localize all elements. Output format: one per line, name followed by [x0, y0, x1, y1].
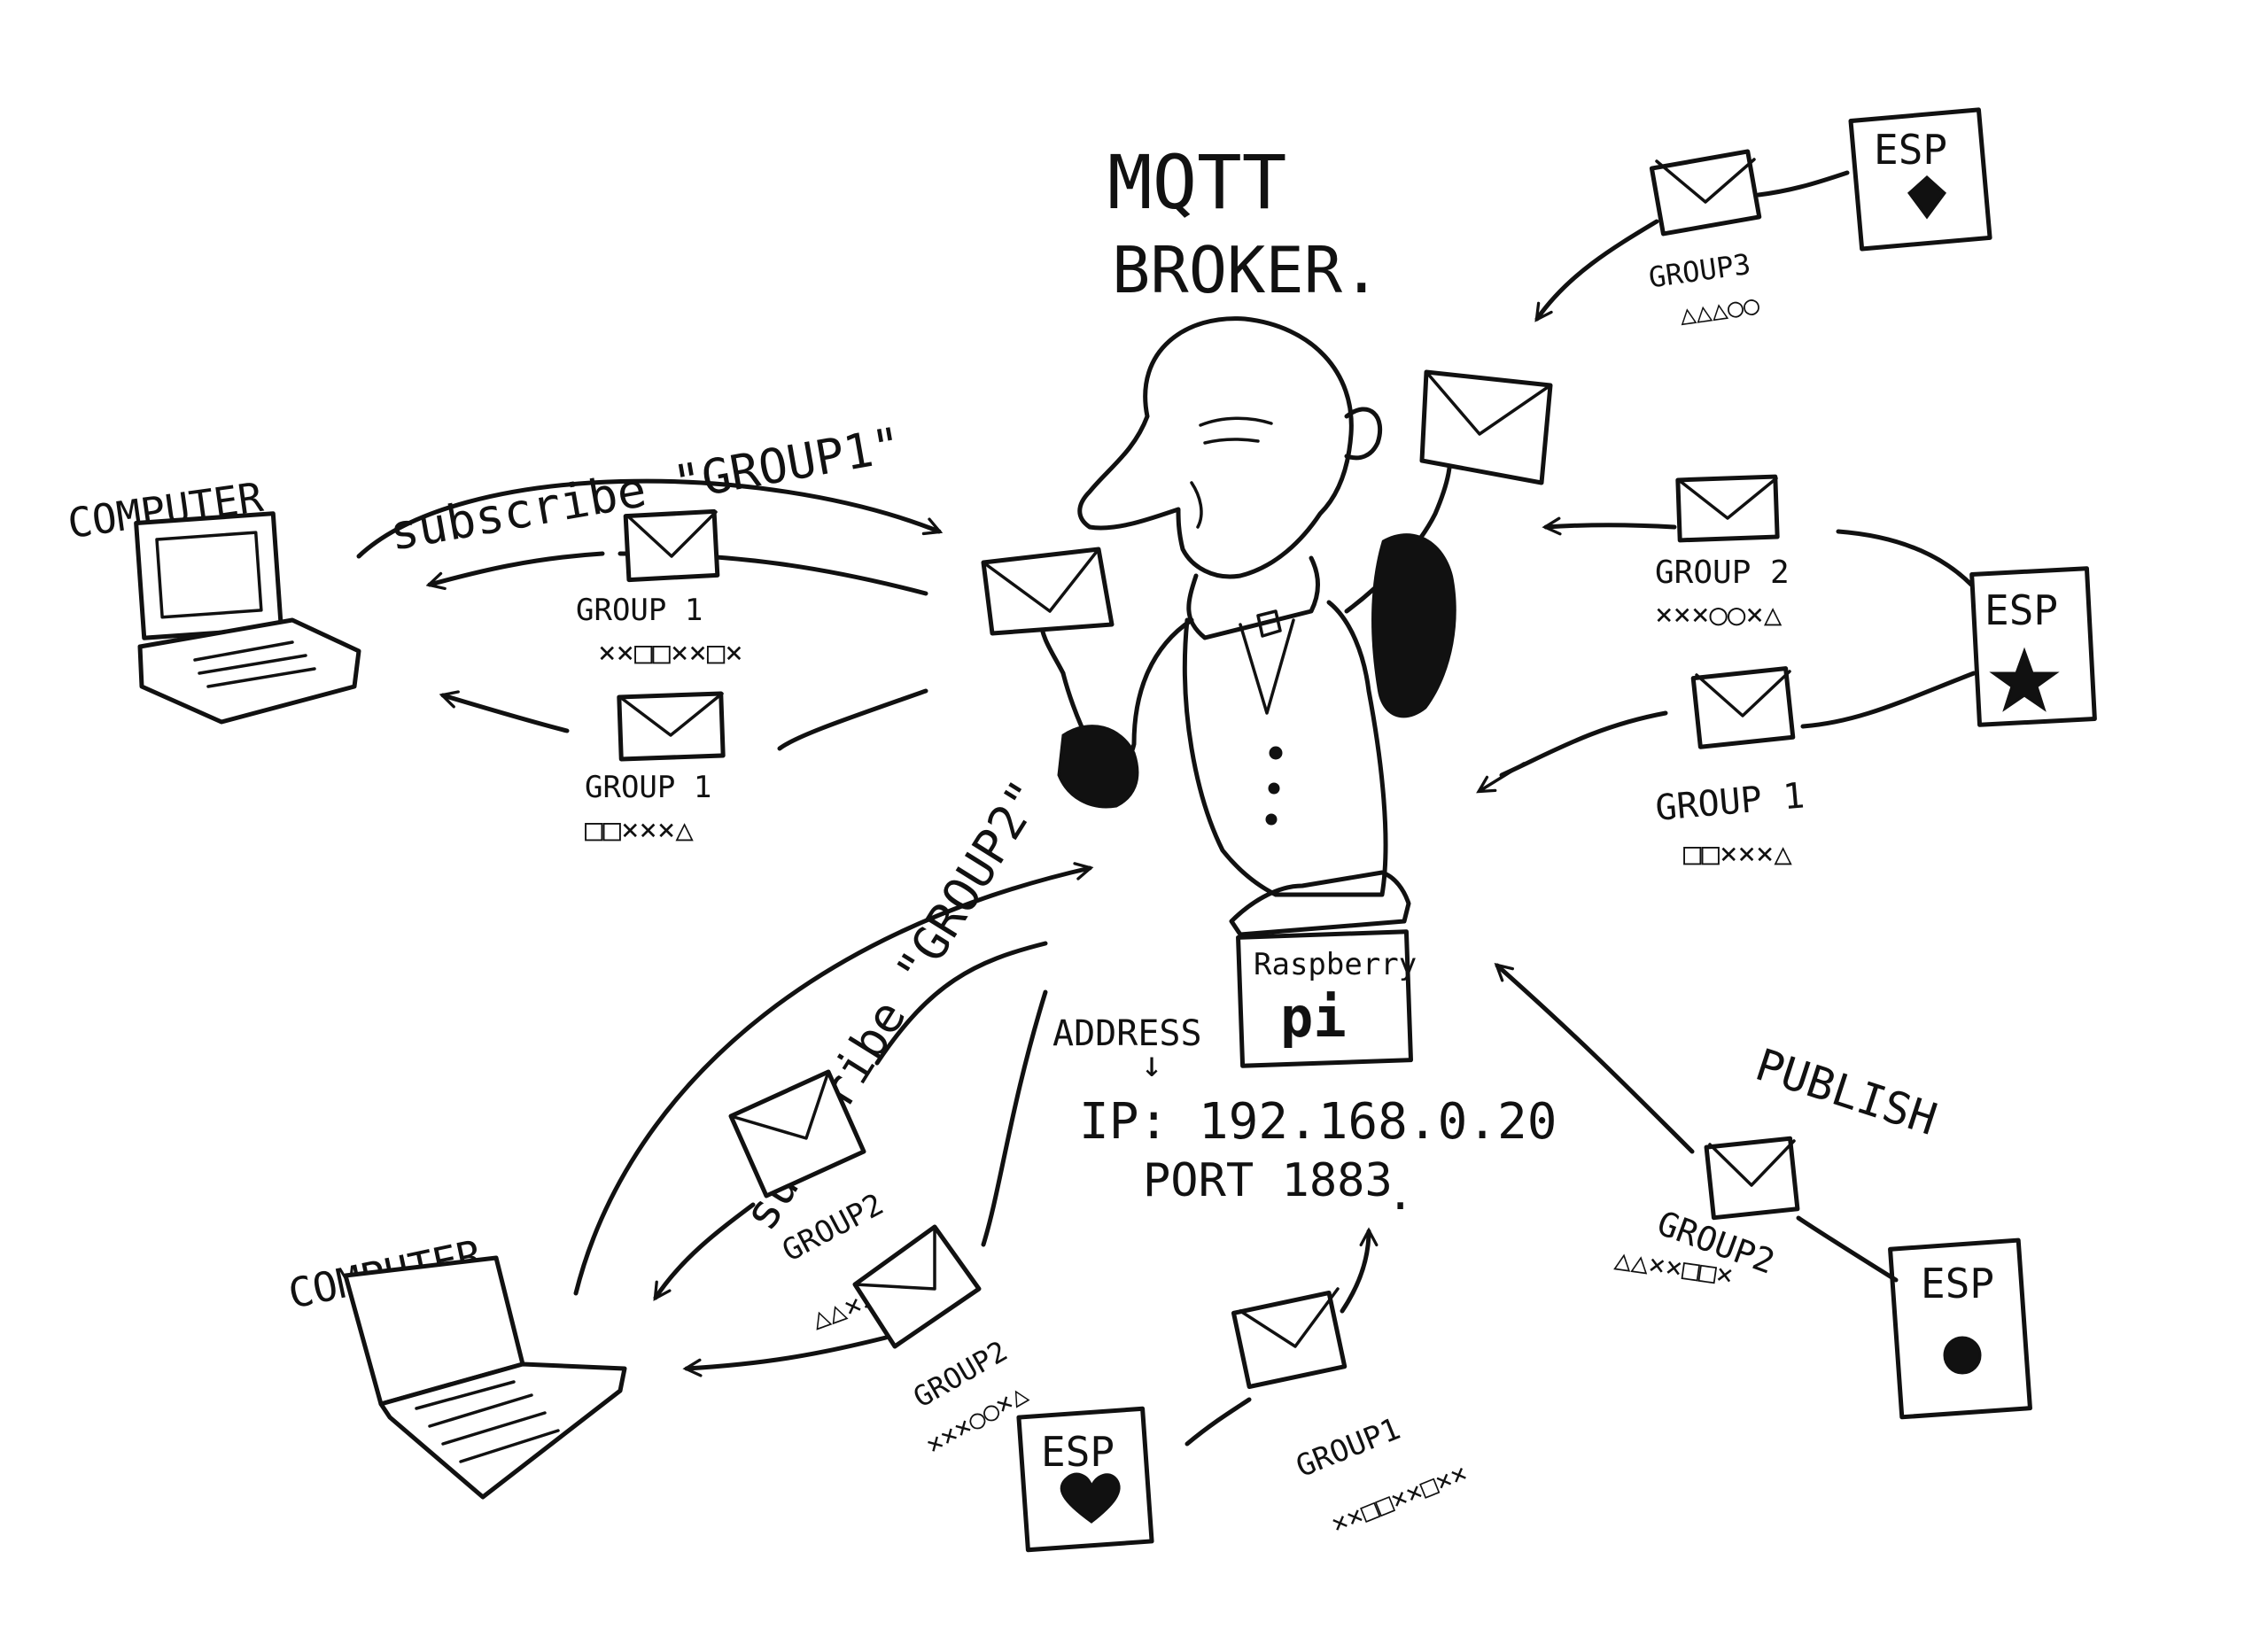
message-4-group: GROUP 2 [1655, 555, 1790, 591]
message-3-payload: △△△○○ [1678, 290, 1761, 331]
message-2: GROUP 1 □□×××△ [585, 691, 726, 848]
envelope-icon [852, 1224, 982, 1349]
address-label: ADDRESS [1052, 1013, 1202, 1054]
port: PORT 1883 [1143, 1154, 1393, 1207]
broker-character [981, 316, 1553, 897]
subscribe-arrow-1 [356, 478, 939, 559]
envelope-icon [981, 547, 1115, 636]
message-9-group: GROUP1 [1291, 1411, 1405, 1485]
message-4: GROUP 2 ×××○○×△ [1655, 474, 1790, 632]
title-broker: BROKER. [1112, 233, 1380, 307]
esp-device-1: ESP [1848, 107, 1992, 252]
raspberry-pi-box: Raspberry pi [1229, 870, 1417, 1068]
address-block: ADDRESS ↓ IP: 192.168.0.20 PORT 1883 . [1052, 1013, 1557, 1221]
message-9-payload: ××□□××□×× [1327, 1458, 1472, 1540]
message-3: GROUP3 △△△○○ [1647, 149, 1762, 331]
diamond-icon [1907, 175, 1947, 220]
message-2-group: GROUP 1 [585, 770, 711, 805]
message-9: GROUP1 ××□□××□×× [1231, 1287, 1472, 1540]
publish-label: PUBLISH [1750, 1039, 1943, 1145]
esp-device-2: ESP [1969, 566, 2097, 727]
envelope-icon [728, 1069, 866, 1198]
esp-device-3: ESP [1888, 1237, 2032, 1420]
esp-2-label: ESP [1984, 586, 2058, 634]
message-8: GROUP2 ×××○○×△ [852, 1224, 1033, 1462]
title: MQTT BROKER. [1107, 139, 1380, 307]
envelope-icon [1675, 474, 1780, 543]
message-5: GROUP 1 □□×××△ [1654, 666, 1806, 872]
envelope-icon [1690, 666, 1796, 749]
raspberry-label: Raspberry [1254, 947, 1417, 982]
message-2-payload: □□×××△ [585, 812, 694, 848]
esp-1-label: ESP [1874, 126, 1947, 174]
message-1-payload: ××□□××□× [598, 635, 743, 671]
heart-icon [1060, 1472, 1121, 1524]
envelope-icon [617, 691, 726, 762]
pi-label: pi [1280, 985, 1347, 1050]
message-5-group: GROUP 1 [1654, 775, 1806, 829]
envelope-icon [1419, 369, 1553, 485]
esp-3-label: ESP [1921, 1260, 1994, 1307]
address-arrow: ↓ [1141, 1044, 1162, 1085]
message-4-payload: ×××○○×△ [1655, 597, 1783, 632]
computer-1: COMPUTER [65, 473, 361, 725]
envelope-icon [623, 508, 720, 583]
message-6: GROUP2 △△××□□× [1612, 1136, 1800, 1292]
message-1-group: GROUP 1 [576, 593, 703, 628]
envelope-icon [1231, 1287, 1348, 1389]
esp-device-4: ESP [1016, 1406, 1154, 1553]
esp-4-label: ESP [1041, 1428, 1115, 1476]
message-5-payload: □□×××△ [1683, 836, 1792, 872]
ip-address: IP: 192.168.0.20 [1079, 1093, 1557, 1151]
circle-icon [1943, 1336, 1982, 1375]
envelope-icon [1704, 1136, 1800, 1221]
trailing-dot: . [1386, 1167, 1414, 1221]
subscribe-arrow-2 [573, 868, 1090, 1296]
computer-2: COMPUTER [284, 1230, 627, 1500]
message-1: GROUP 1 ××□□××□× [576, 508, 743, 671]
title-mqtt: MQTT [1107, 139, 1286, 226]
message-3-group: GROUP3 [1647, 247, 1753, 295]
star-icon [1989, 647, 2060, 712]
envelope-icon [1649, 149, 1762, 237]
